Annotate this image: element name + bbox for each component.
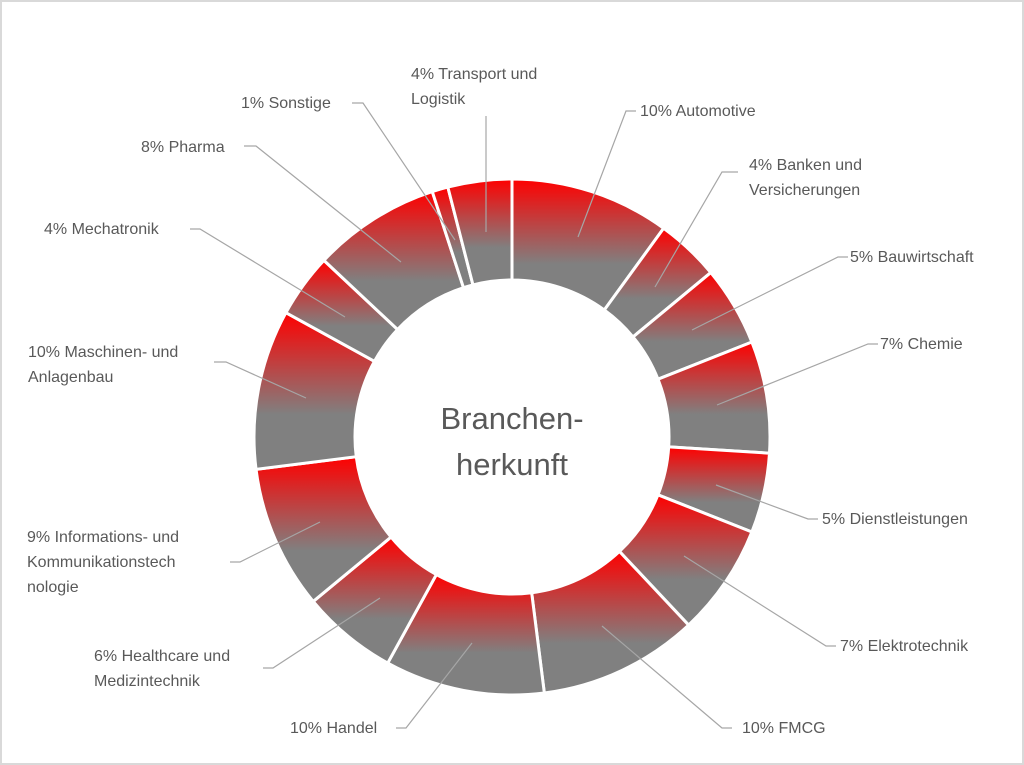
label-chemie: 7% Chemie	[880, 336, 963, 353]
leader-elektrotechnik	[683, 555, 836, 647]
leader-maschinen	[214, 361, 307, 399]
leader-banken	[654, 171, 738, 288]
leader-chemie	[716, 343, 878, 406]
leader-healthcare	[263, 597, 381, 669]
segment-transport-und-logistik	[446, 177, 514, 287]
label-pharma: 8% Pharma	[141, 139, 225, 156]
chart-segments	[252, 177, 772, 697]
label-mechatronik: 4% Mechatronik	[44, 221, 159, 238]
center-title: Branchen- herkunft	[440, 401, 584, 482]
label-sonstige: 1% Sonstige	[241, 95, 331, 112]
leader-mechatronik	[190, 228, 346, 318]
leader-iuk	[230, 521, 321, 563]
leader-dienstleistungen	[715, 484, 818, 520]
leader-fmcg	[601, 625, 732, 729]
label-fmcg: 10% FMCG	[742, 720, 826, 737]
label-handel: 10% Handel	[290, 720, 378, 737]
leader-sonstige	[352, 102, 456, 241]
leader-pharma	[244, 145, 402, 263]
leader-lines	[190, 102, 878, 729]
label-elektrotechnik: 7% Elektrotechnik	[840, 638, 969, 655]
label-automotive: 10% Automotive	[640, 103, 756, 120]
label-bauwirtschaft: 5% Bauwirtschaft	[850, 249, 974, 266]
leader-bauwirtschaft	[691, 256, 848, 331]
leader-handel	[396, 642, 473, 729]
leader-automotive	[577, 110, 636, 238]
label-dienstleistungen: 5% Dienstleistungen	[822, 511, 968, 528]
